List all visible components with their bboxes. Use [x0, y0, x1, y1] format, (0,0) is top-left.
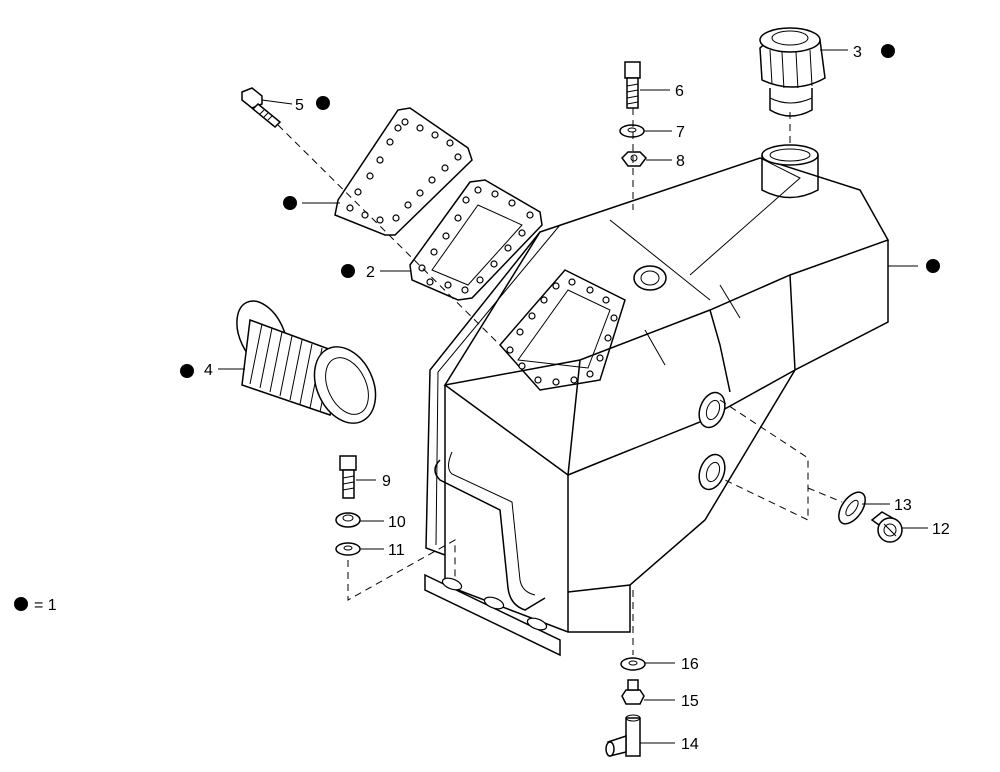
cover-plate: [334, 107, 473, 236]
assembly-lines: [277, 108, 843, 655]
hydraulic-tank: [424, 144, 890, 657]
callout-14: 14: [681, 736, 699, 753]
elbow-fitting-14: [605, 714, 641, 757]
nut-8: [621, 151, 647, 167]
marker-dot-4: [180, 364, 194, 378]
callout-4: 4: [204, 362, 213, 379]
callout-11: 11: [388, 542, 405, 559]
marker-dot-2: [341, 264, 355, 278]
bolt-5: [241, 87, 282, 129]
plug-12: [870, 511, 903, 543]
callout-12: 12: [932, 521, 950, 538]
washer-16: [620, 657, 646, 671]
fitting-15: [621, 679, 645, 705]
callout-10: 10: [388, 514, 406, 531]
callout-16: 16: [681, 656, 699, 673]
legend: = 1: [14, 597, 57, 614]
marker-dots: [180, 44, 940, 378]
filter-element: [236, 300, 377, 424]
callout-13: 13: [894, 497, 912, 514]
marker-dot-5: [316, 96, 330, 110]
marker-dot-3: [881, 44, 895, 58]
callout-labels: 5 6 7 8 3 2 4 9 10 11 13 12 16 15 14: [204, 44, 950, 753]
marker-dot-cover: [283, 196, 297, 210]
callout-8: 8: [676, 153, 685, 170]
washer-10: [335, 512, 361, 528]
gasket: [409, 179, 543, 301]
washer-11: [335, 542, 361, 556]
callout-3: 3: [853, 44, 862, 61]
filler-cap: [759, 27, 826, 117]
legend-text: = 1: [34, 597, 57, 614]
callout-15: 15: [681, 693, 699, 710]
callout-9: 9: [382, 473, 391, 490]
leader-lines: [218, 49, 928, 744]
legend-marker-dot: [14, 597, 28, 611]
washer-7: [619, 124, 645, 138]
bolt-9: [339, 455, 357, 499]
bolt-6: [624, 61, 641, 109]
callout-6: 6: [675, 83, 684, 100]
washer-13: [838, 491, 866, 525]
callout-5: 5: [295, 97, 304, 114]
marker-dot-tank: [926, 259, 940, 273]
callout-7: 7: [676, 124, 685, 141]
tank-opening-bolt-holes: [506, 278, 618, 386]
callout-2: 2: [366, 264, 375, 281]
